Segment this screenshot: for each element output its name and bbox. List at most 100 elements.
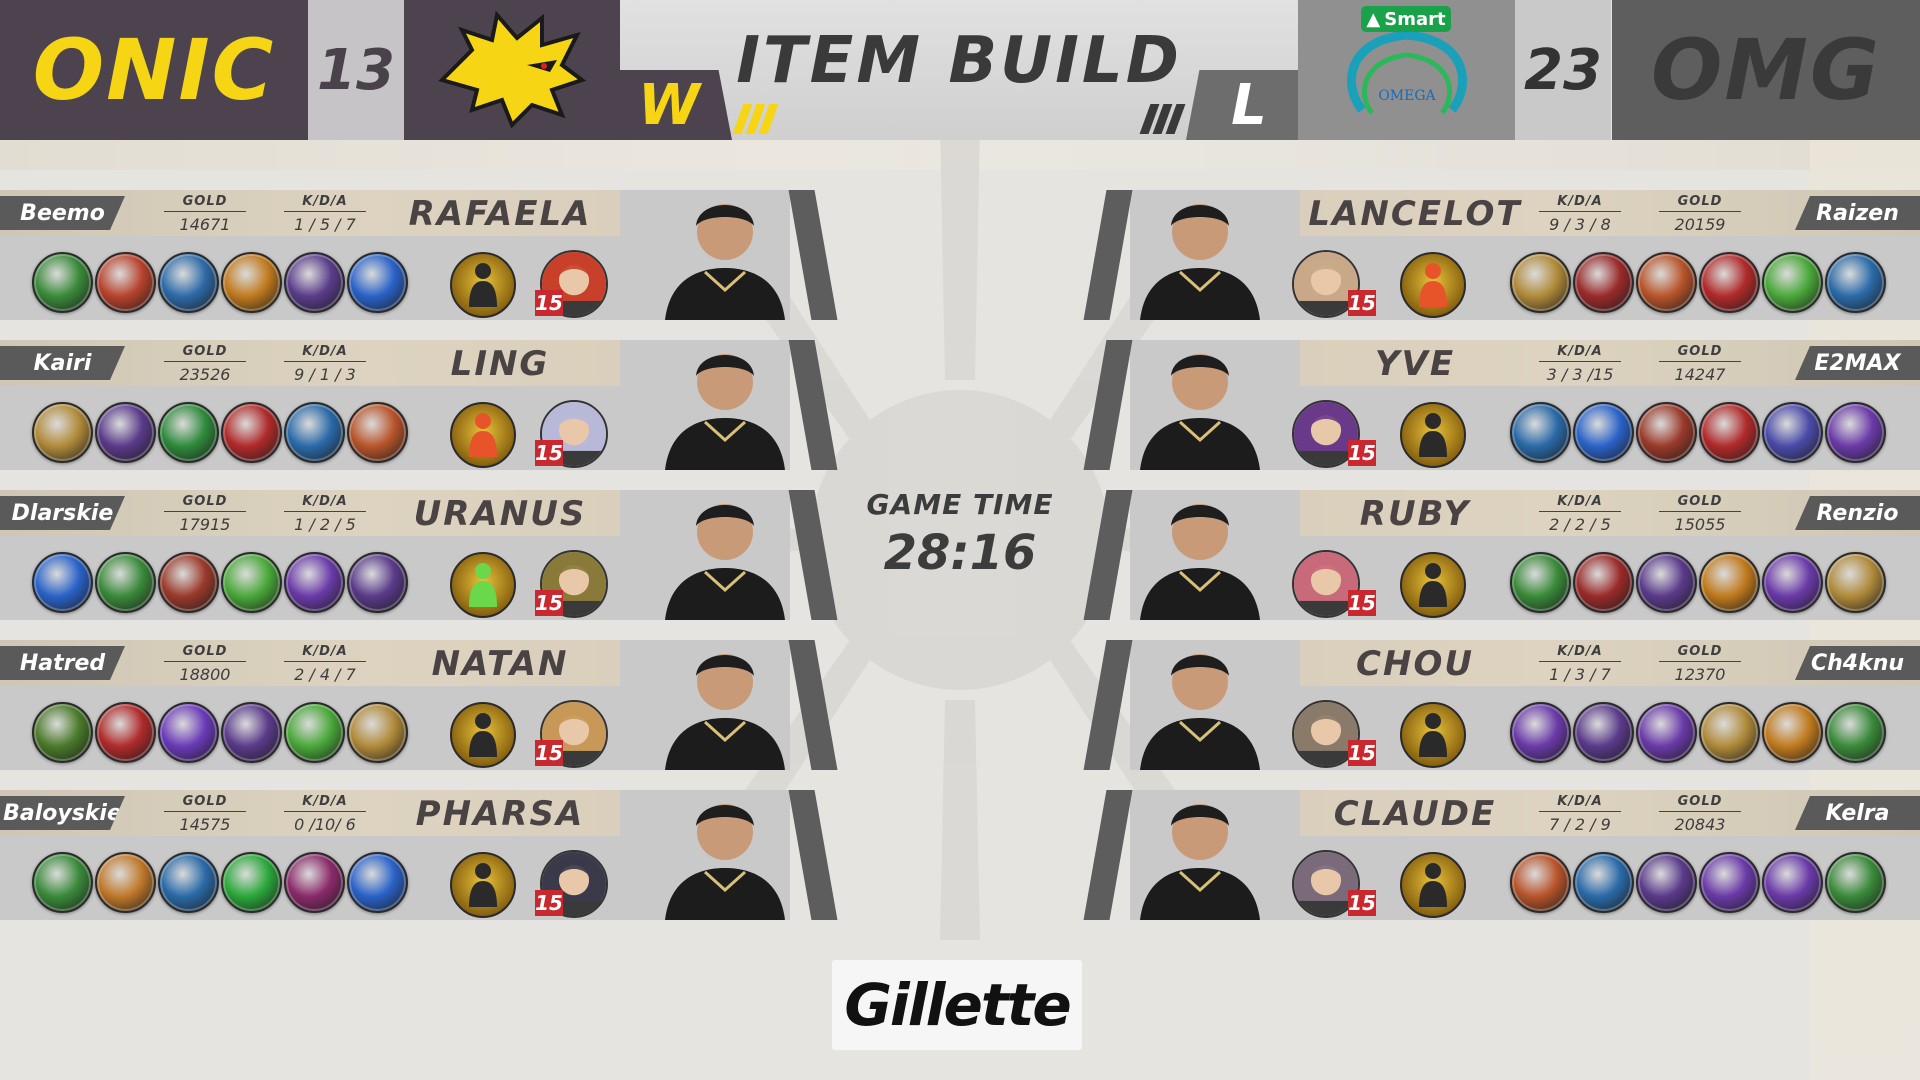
item-icon [221,852,282,913]
hero-name: RUBY [1359,494,1471,534]
hero-level-badge: 15 [1348,740,1376,766]
hero-name: LANCELOT [1308,194,1522,234]
item-icon [95,252,156,313]
item-build [32,852,408,913]
kda-value: 9 / 1 / 3 [294,365,356,384]
item-icon [1636,852,1697,913]
gold-value: 23526 [179,365,231,384]
gold-value: 14247 [1674,365,1726,384]
item-icon [1636,252,1697,313]
kda-value: 1 / 5 / 7 [294,215,356,234]
item-icon [158,852,219,913]
page-title: ITEM BUILD [736,24,1182,98]
smart-sponsor-badge: ▲Smart [1361,6,1451,32]
player-name: Renzio [1795,496,1920,530]
gold-spell-icon [1400,702,1466,768]
gold-spell-icon [450,702,516,768]
smart-logo-icon: ▲ [1366,8,1381,30]
kda-value: 9 / 3 / 8 [1549,215,1611,234]
item-icon [1573,402,1634,463]
item-icon [1825,852,1886,913]
item-icon [347,252,408,313]
hero-name: LING [450,344,550,384]
item-icon [1699,402,1760,463]
hero-level-badge: 15 [535,290,563,316]
item-icon [1573,552,1634,613]
win-stripes [732,104,779,134]
left-team-panel: ONIC [0,0,308,140]
hero-portrait-icon [1292,700,1360,768]
hero-portrait-icon [1292,250,1360,318]
omega-logo-text: OMEGA [1378,88,1436,104]
hero-level-badge: 15 [1348,590,1376,616]
hero-name: YVE [1374,344,1456,384]
gillette-sponsor-logo: Gillette [832,960,1082,1050]
item-build [1510,402,1886,463]
item-icon [221,702,282,763]
item-icon [1510,702,1571,763]
kda-value: 2 / 4 / 7 [294,665,356,684]
win-badge: W [620,70,732,140]
hero-name: CHOU [1356,644,1474,684]
item-icon [221,402,282,463]
item-build [1510,852,1886,913]
item-icon [158,552,219,613]
hero-name: CLAUDE [1333,794,1497,834]
item-icon [347,702,408,763]
item-icon [1510,852,1571,913]
item-icon [1825,252,1886,313]
hero-level-badge: 15 [1348,290,1376,316]
item-icon [1636,402,1697,463]
player-name: Raizen [1795,196,1920,230]
hero-level-badge: 15 [1348,440,1376,466]
hero-level-badge: 15 [1348,890,1376,916]
item-icon [347,852,408,913]
gold-value: 20843 [1674,815,1726,834]
item-icon [32,702,93,763]
hero-portrait-icon [1292,550,1360,618]
game-time-value: 28:16 [883,525,1037,581]
item-icon [1573,252,1634,313]
item-icon [1573,702,1634,763]
player-name: Kairi [0,346,125,380]
game-time-label: GAME TIME [866,488,1054,521]
hero-portrait-icon [1292,850,1360,918]
background-band [0,140,1920,170]
item-icon [158,252,219,313]
item-icon [1699,702,1760,763]
item-icon [1825,552,1886,613]
player-name: Beemo [0,196,125,230]
player-photo [1135,640,1265,770]
right-team-panel: OMG [1612,0,1920,140]
item-icon [95,702,156,763]
player-name: E2MAX [1795,346,1920,380]
item-build [32,702,408,763]
hero-name: URANUS [413,494,587,534]
item-icon [284,402,345,463]
kda-value: 1 / 3 / 7 [1549,665,1611,684]
item-icon [1762,852,1823,913]
loss-stripes [1139,104,1186,134]
hero-level-badge: 15 [535,890,563,916]
player-name: Hatred [0,646,125,680]
omega-logo-icon: OMEGA [1346,30,1467,115]
item-icon [221,552,282,613]
